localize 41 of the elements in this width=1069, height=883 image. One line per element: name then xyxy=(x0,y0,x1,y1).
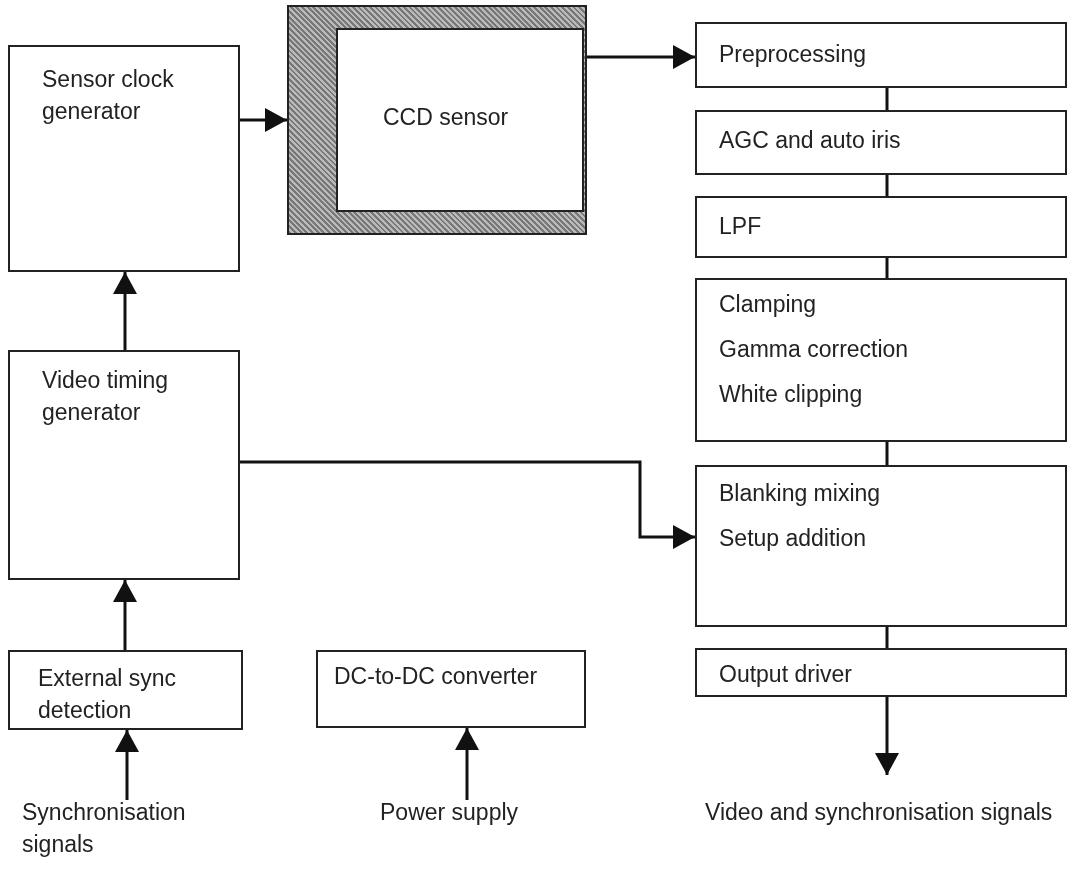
node-label: Preprocessing xyxy=(719,40,868,69)
node-label: Blanking mixing xyxy=(719,479,882,508)
process-box xyxy=(695,110,1067,175)
process-box xyxy=(8,650,243,730)
process-box xyxy=(8,350,240,580)
signal-label: Power supply xyxy=(380,798,520,827)
node-label: Output driver xyxy=(719,660,853,689)
process-box xyxy=(316,650,586,728)
signal-label: Video and synchronisation signals xyxy=(705,798,1054,827)
node-label: LPF xyxy=(719,212,763,241)
node-label: Video timing generator xyxy=(42,366,170,427)
connector-line xyxy=(885,627,889,648)
arrow xyxy=(875,697,899,775)
arrow xyxy=(587,45,695,69)
connector-line xyxy=(885,175,889,196)
process-box xyxy=(695,278,1067,442)
process-box xyxy=(695,22,1067,88)
process-box xyxy=(8,45,240,272)
signal-label: Synchronisation signals xyxy=(22,798,187,859)
connector-line xyxy=(885,258,889,278)
arrow xyxy=(240,460,695,549)
arrow xyxy=(455,728,479,800)
arrow xyxy=(113,580,137,650)
sensor-box xyxy=(287,5,587,235)
node-label: AGC and auto iris xyxy=(719,126,902,155)
process-box xyxy=(695,648,1067,697)
arrow xyxy=(115,730,139,800)
node-label: DC-to-DC converter xyxy=(334,662,539,691)
process-box xyxy=(695,196,1067,258)
node-label: Setup addition xyxy=(719,524,868,553)
connector-line xyxy=(885,88,889,110)
node-label: External sync detection xyxy=(38,664,178,725)
node-label: CCD sensor xyxy=(383,103,510,132)
arrow xyxy=(113,272,137,350)
node-label: Clamping xyxy=(719,290,818,319)
node-label: White clipping xyxy=(719,380,864,409)
arrow xyxy=(240,108,287,132)
node-label: Gamma correction xyxy=(719,335,910,364)
node-label: Sensor clock generator xyxy=(42,65,175,126)
connector-line xyxy=(885,442,889,465)
process-box xyxy=(695,465,1067,627)
